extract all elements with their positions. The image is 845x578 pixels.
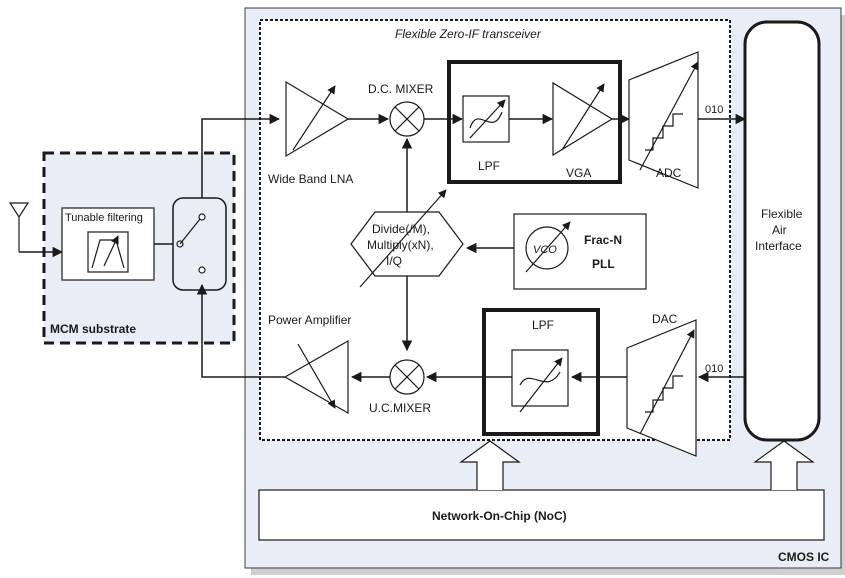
power-amplifier-label: Power Amplifier [268, 313, 351, 327]
dc-mixer-label: D.C. MIXER [368, 82, 434, 96]
noc-to-transceiver-arrow [459, 440, 521, 490]
pll-line2: PLL [592, 257, 615, 271]
rx-lpf: LPF [462, 95, 510, 173]
lna-amplifier: Wide Band LNA [268, 80, 353, 186]
air-interface-block: Flexible Air Interface [743, 20, 821, 442]
noc-block: Network-On-Chip (NoC) [258, 489, 825, 541]
tunable-filter: Tunable filtering [61, 207, 155, 281]
pll-line1: Frac-N [584, 233, 622, 247]
adc-label: ADC [656, 166, 682, 180]
tx-lpf-group [482, 308, 600, 436]
air-interface-box [743, 20, 821, 442]
noc-box [258, 489, 825, 541]
vga-amplifier: VGA [552, 81, 614, 180]
antenna-icon [8, 202, 30, 252]
adc-bits-label: 010 [705, 104, 723, 116]
cmos-ic-label: CMOS IC [778, 550, 830, 564]
divider-line2: Multiply(xN), [367, 238, 434, 252]
air-interface-line1: Flexible [761, 207, 803, 221]
air-interface-line2: Air [772, 223, 787, 237]
adc-converter: ADC [628, 51, 699, 189]
power-amplifier: Power Amplifier [268, 313, 351, 415]
dc-mixer: D.C. MIXER [368, 82, 434, 137]
mcm-substrate-label: MCM substrate [50, 322, 136, 336]
transceiver-title: Flexible Zero-IF transceiver [395, 27, 542, 41]
lna-label: Wide Band LNA [268, 172, 353, 186]
tx-lpf-label: LPF [532, 318, 554, 332]
noc-label: Network-On-Chip (NoC) [432, 509, 567, 523]
divider-line3: I/Q [386, 254, 402, 268]
dac-converter: DAC [626, 312, 697, 457]
rx-lpf-label: LPF [478, 159, 500, 173]
dac-label: DAC [652, 312, 678, 326]
vga-label: VGA [566, 166, 591, 180]
divider-line1: Divide(/M), [372, 222, 430, 236]
bandpass-icon [87, 231, 129, 273]
dac-bits-label: 010 [705, 363, 723, 375]
pa-to-switch-wire [196, 283, 285, 378]
tx-lpf: LPF [511, 318, 569, 413]
frac-n-pll-block: VCO Frac-N PLL [513, 213, 647, 290]
uc-mixer-label: U.C.MIXER [369, 401, 431, 415]
tunable-filter-label: Tunable filtering [65, 212, 143, 224]
tx-rx-switch [172, 197, 227, 291]
air-interface-line3: Interface [755, 239, 802, 253]
switch-to-lna-wire [201, 113, 281, 198]
noc-to-air-interface-arrow [753, 440, 815, 490]
divider-multiplier-block: Divide(/M), Multiply(xN), I/Q [350, 189, 464, 288]
